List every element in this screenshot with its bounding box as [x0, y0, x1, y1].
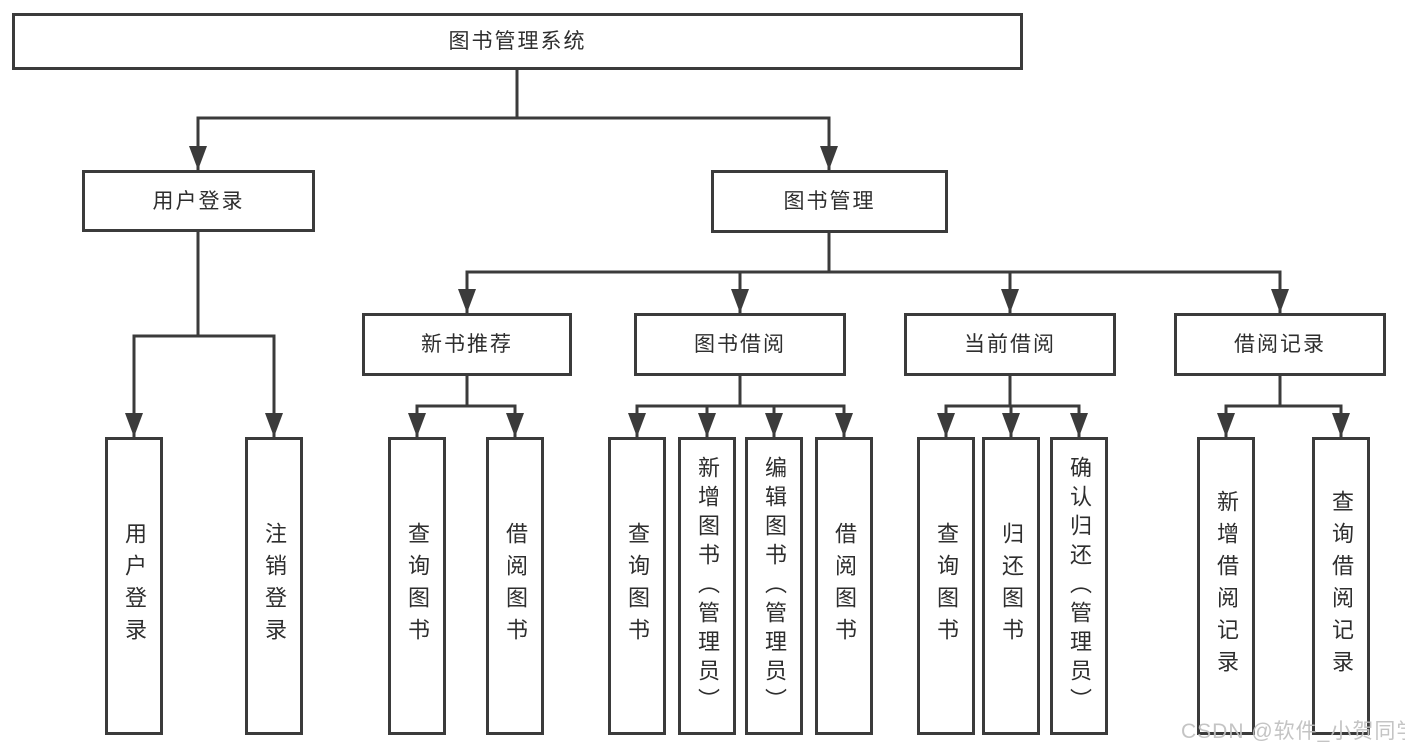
node-user-login: 用户登录 [82, 170, 315, 232]
arrowhead-icon [765, 413, 783, 437]
leaf-edit-book-admin: 编辑图书（管理员） [745, 437, 803, 735]
node-book-borrow-label: 图书借阅 [694, 333, 786, 356]
arrowhead-icon [189, 146, 207, 170]
leaf-logout-login-label: 注销登录 [262, 522, 287, 650]
leaf-newrec-borrow-book-label: 借阅图书 [503, 522, 528, 650]
arrowhead-icon [506, 413, 524, 437]
node-current-borrow-label: 当前借阅 [964, 333, 1056, 356]
leaf-edit-book-admin-label: 编辑图书（管理员） [762, 455, 787, 717]
node-book-borrow: 图书借阅 [634, 313, 846, 376]
leaf-return-book-label: 归还图书 [999, 522, 1024, 650]
leaf-current-query-book-label: 查询图书 [934, 522, 959, 650]
leaf-current-query-book: 查询图书 [917, 437, 975, 735]
leaf-borrow-book-label: 借阅图书 [832, 522, 857, 650]
node-root: 图书管理系统 [12, 13, 1023, 70]
arrowhead-icon [835, 413, 853, 437]
arrowhead-icon [1332, 413, 1350, 437]
leaf-user-login: 用户登录 [105, 437, 163, 735]
node-current-borrow: 当前借阅 [904, 313, 1116, 376]
arrowhead-icon [1070, 413, 1088, 437]
arrowhead-icon [408, 413, 426, 437]
leaf-add-book-admin: 新增图书（管理员） [678, 437, 736, 735]
leaf-user-login-label: 用户登录 [122, 522, 147, 650]
arrowheads [125, 146, 1350, 437]
arrowhead-icon [628, 413, 646, 437]
tree-edges [132, 68, 1343, 439]
arrowhead-icon [1217, 413, 1235, 437]
arrowhead-icon [458, 289, 476, 313]
leaf-borrow-book: 借阅图书 [815, 437, 873, 735]
node-root-label: 图书管理系统 [448, 30, 587, 53]
leaf-borrow-query-book-label: 查询图书 [625, 522, 650, 650]
arrowhead-icon [820, 146, 838, 170]
leaf-newrec-query-book: 查询图书 [388, 437, 446, 735]
node-new-book-recommend: 新书推荐 [362, 313, 572, 376]
arrowhead-icon [1001, 289, 1019, 313]
leaf-borrow-query-book: 查询图书 [608, 437, 666, 735]
leaf-return-book: 归还图书 [982, 437, 1040, 735]
leaf-query-borrow-record: 查询借阅记录 [1312, 437, 1370, 735]
arrowhead-icon [265, 413, 283, 437]
leaf-logout-login: 注销登录 [245, 437, 303, 735]
node-borrow-record-label: 借阅记录 [1234, 333, 1326, 356]
arrowhead-icon [125, 413, 143, 437]
leaf-newrec-borrow-book: 借阅图书 [486, 437, 544, 735]
leaf-confirm-return-admin: 确认归还（管理员） [1050, 437, 1108, 735]
leaf-add-borrow-record: 新增借阅记录 [1197, 437, 1255, 735]
csdn-watermark: CSDN @软件_小贺同学 [1181, 720, 1405, 743]
node-borrow-record: 借阅记录 [1174, 313, 1386, 376]
leaf-add-borrow-record-label: 新增借阅记录 [1214, 490, 1239, 682]
leaf-add-book-admin-label: 新增图书（管理员） [695, 455, 720, 717]
arrowhead-icon [937, 413, 955, 437]
node-new-book-recommend-label: 新书推荐 [421, 333, 513, 356]
arrowhead-icon [731, 289, 749, 313]
leaf-confirm-return-admin-label: 确认归还（管理员） [1067, 455, 1092, 717]
leaf-newrec-query-book-label: 查询图书 [405, 522, 430, 650]
leaf-query-borrow-record-label: 查询借阅记录 [1329, 490, 1354, 682]
arrowhead-icon [1002, 413, 1020, 437]
node-book-management-label: 图书管理 [783, 190, 876, 213]
node-user-login-label: 用户登录 [152, 189, 245, 213]
arrowhead-icon [1271, 289, 1289, 313]
node-book-management: 图书管理 [711, 170, 948, 233]
arrowhead-icon [698, 413, 716, 437]
